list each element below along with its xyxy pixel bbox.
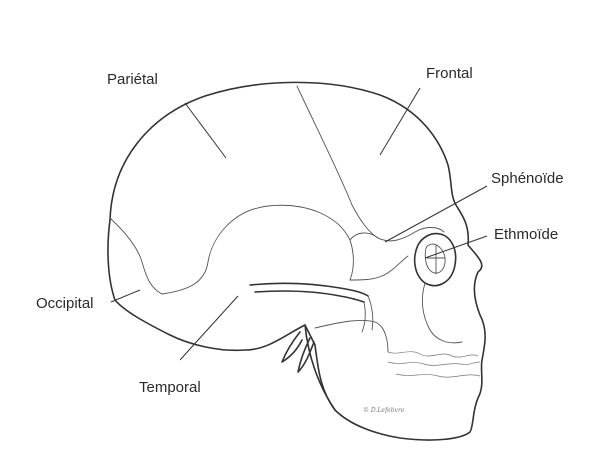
- label-occipital: Occipital: [36, 295, 94, 312]
- label-parietal: Pariétal: [107, 71, 158, 88]
- artist-signature: © D.Lefebvre: [363, 407, 405, 414]
- leader-ethmoide: [424, 235, 488, 259]
- lambdoid-suture: [109, 217, 163, 295]
- leader-parietal: [184, 102, 227, 159]
- mandible-ramus: [314, 319, 389, 353]
- lower-teeth-line: [395, 373, 481, 378]
- sphenoid-lower: [349, 255, 409, 281]
- orbit: [413, 232, 457, 287]
- coronal-suture: [296, 85, 379, 239]
- upper-teeth-line: [387, 351, 479, 358]
- temporal-squama: [161, 204, 354, 295]
- label-frontal: Frontal: [426, 65, 473, 82]
- upper-teeth-line-2: [387, 361, 481, 366]
- cranium-outline: [107, 81, 486, 441]
- sphenoid-border: [349, 227, 445, 242]
- styloid-process: [297, 337, 315, 373]
- leader-sphenoide: [384, 185, 488, 243]
- mastoid-process: [281, 331, 303, 363]
- ethmoid-bone: [424, 243, 446, 275]
- label-sphenoide: Sphénoïde: [491, 170, 564, 187]
- leader-occipital: [110, 289, 141, 303]
- label-temporal: Temporal: [139, 379, 201, 396]
- leader-frontal: [379, 87, 421, 156]
- mandible: [304, 324, 336, 411]
- zygomatic-arch: [249, 282, 369, 303]
- maxilla-border: [421, 282, 463, 344]
- zygomatic-bone: [361, 295, 374, 333]
- leader-temporal: [179, 295, 239, 361]
- label-ethmoide: Ethmoïde: [494, 226, 558, 243]
